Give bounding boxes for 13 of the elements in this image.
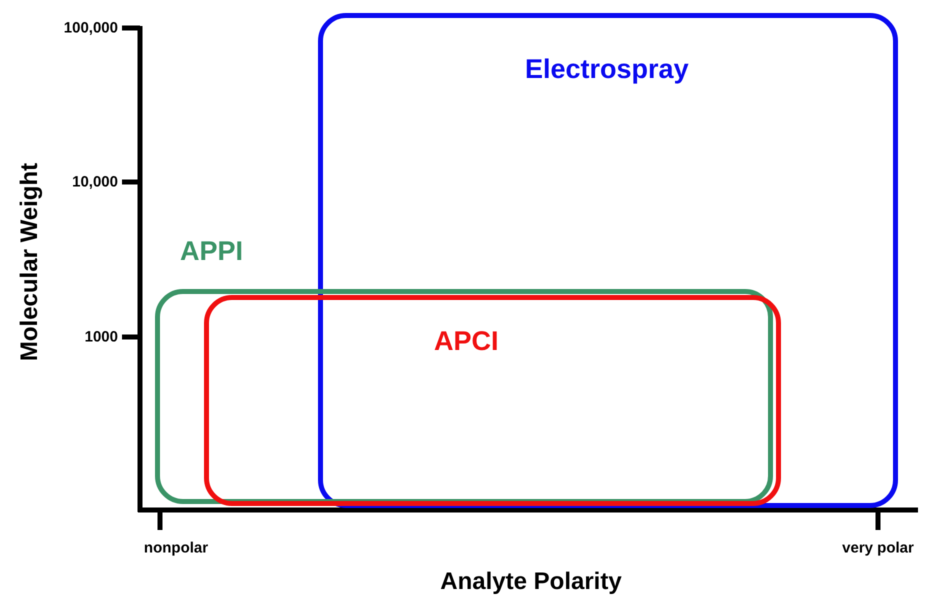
tick-label: 10,000 [72, 174, 118, 190]
tick-label: very polar [842, 540, 914, 556]
region-box [155, 238, 773, 504]
region-label: APPI [180, 238, 244, 265]
region-box [318, 13, 898, 508]
region-box [204, 295, 781, 506]
region-label: APCI [434, 328, 499, 355]
tick-label: 1000 [84, 330, 118, 344]
axis-title: Molecular Weight [18, 162, 42, 362]
axis-title: Analyte Polarity [440, 570, 622, 594]
tick-label: nonpolar [144, 540, 208, 556]
region-label: Electrospray [525, 56, 689, 83]
tick-label: 100,000 [64, 20, 118, 36]
